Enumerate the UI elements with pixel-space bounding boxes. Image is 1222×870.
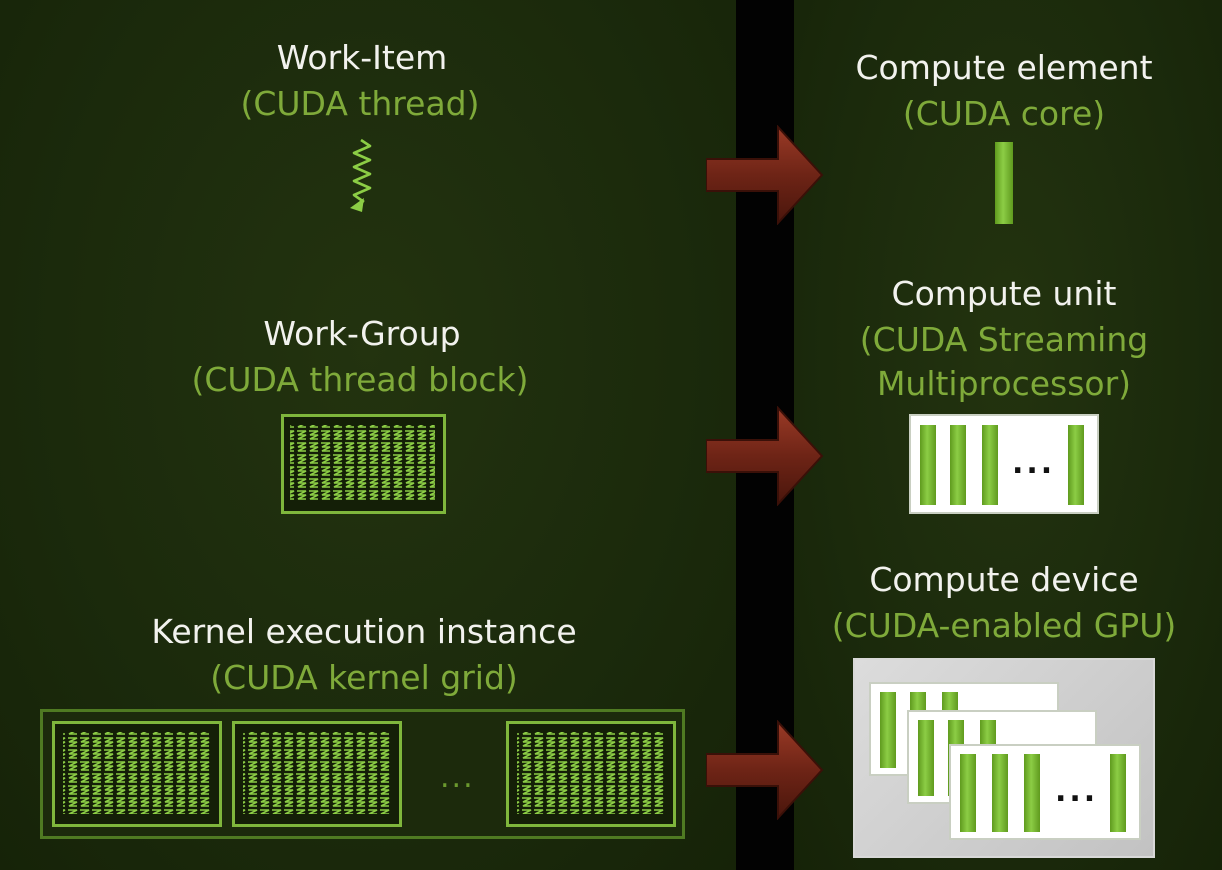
- cuda-core-bar-icon: [992, 754, 1008, 832]
- compute-element-title: Compute element: [855, 48, 1153, 87]
- cuda-core-bar-icon: [1068, 425, 1084, 505]
- cuda-core-bar-icon: [918, 720, 934, 796]
- mapping-arrow-icon: [706, 406, 824, 506]
- cuda-core-bar-icon: [920, 425, 936, 505]
- work-item-title: Work-Item: [276, 38, 448, 77]
- compute-device-title: Compute device: [869, 560, 1139, 599]
- kernel-grid-block: [506, 721, 676, 827]
- thread-block-pattern: [63, 732, 211, 814]
- kernel-subtitle: (CUDA kernel grid): [210, 658, 518, 697]
- work-item-subtitle: (CUDA thread): [240, 84, 480, 123]
- streaming-multiprocessor-icon: ...: [909, 414, 1099, 514]
- cuda-core-bar-icon: [995, 142, 1013, 224]
- mapping-arrow-icon: [706, 125, 824, 225]
- sm-ellipsis: ...: [1012, 446, 1056, 481]
- work-group-title: Work-Group: [263, 314, 461, 353]
- compute-device-subtitle: (CUDA-enabled GPU): [831, 606, 1177, 645]
- kernel-grid-block: [232, 721, 402, 827]
- compute-unit-title: Compute unit: [891, 274, 1117, 313]
- cuda-core-bar-icon: [982, 425, 998, 505]
- compute-unit-subtitle-line1: (CUDA Streaming: [859, 320, 1149, 359]
- kernel-title: Kernel execution instance: [151, 612, 577, 651]
- work-group-subtitle: (CUDA thread block): [191, 360, 529, 399]
- kernel-grid: ...: [40, 709, 685, 839]
- cuda-core-bar-icon: [960, 754, 976, 832]
- thread-block-pattern: [290, 425, 435, 501]
- compute-element-subtitle: (CUDA core): [902, 94, 1106, 133]
- thread-block-icon: [281, 414, 446, 514]
- gpu-ellipsis: ...: [1055, 774, 1099, 809]
- gpu-icon: ...: [853, 658, 1155, 858]
- cuda-core-bar-icon: [1110, 754, 1126, 832]
- compute-unit-subtitle-line2: Multiprocessor): [876, 364, 1132, 403]
- cuda-core-bar-icon: [880, 692, 896, 768]
- thread-squiggle-icon: [350, 138, 372, 212]
- cuda-core-bar-icon: [950, 425, 966, 505]
- thread-block-pattern: [517, 732, 665, 814]
- thread-block-pattern: [243, 732, 391, 814]
- kernel-grid-block: [52, 721, 222, 827]
- cuda-core-bar-icon: [1024, 754, 1040, 832]
- mapping-arrow-icon: [706, 720, 824, 820]
- kernel-grid-ellipsis: ...: [440, 760, 475, 795]
- gpu-sm-front: ...: [949, 744, 1141, 840]
